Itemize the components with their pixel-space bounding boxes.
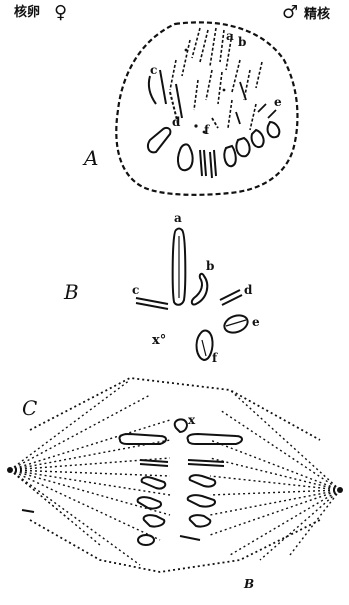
nucleus-boundary [116,22,297,194]
panel-b-letter-a: a [174,212,182,224]
panel-c-x-chromosome [175,419,187,432]
panel-b-letter-b: b [206,260,214,272]
panel-c-bottom-mark: B [244,578,254,590]
panel-a-letter-f: f [204,124,209,136]
panel-a-letter-e: e [274,96,282,108]
panel-c-spindle [10,378,340,572]
panel-b-letter-e: e [252,316,260,328]
panel-c-poles [7,467,343,512]
panel-a-letter-a: a [226,30,234,42]
chromosome-e [222,312,250,335]
panel-a-bottom-chromosomes [148,122,279,178]
panel-a-letter-d: d [172,116,180,128]
panel-b-letter-f: f [212,352,217,364]
panel-c-label: C [22,398,37,418]
egg-nucleus-label: 核卵 [14,6,40,19]
male-symbol-icon: ♂ [282,4,298,22]
panel-a-upper-threads [170,28,262,130]
panel-b-letter-d: d [244,284,252,296]
panel-c-x-label: x [188,414,195,426]
panel-a-label: A [84,148,98,168]
panel-a-letter-c: c [150,64,157,76]
chromosome-f [197,331,213,360]
panel-c-metaphase-chromosomes [119,419,242,545]
sperm-nucleus-label: 精核 [304,8,330,21]
chromosome-b [192,274,207,305]
chromosome-d [220,290,242,305]
panel-a-nucleus [116,22,297,194]
panel-b-x-label: x° [152,334,166,347]
panel-b-letter-c: c [132,284,139,296]
panel-b-label: B [64,282,79,302]
female-symbol-icon: ♀ [54,4,67,22]
chromosome-c [136,298,168,309]
panel-a-letter-b: b [238,36,246,48]
panel-a-right-chromosomes [212,82,276,128]
